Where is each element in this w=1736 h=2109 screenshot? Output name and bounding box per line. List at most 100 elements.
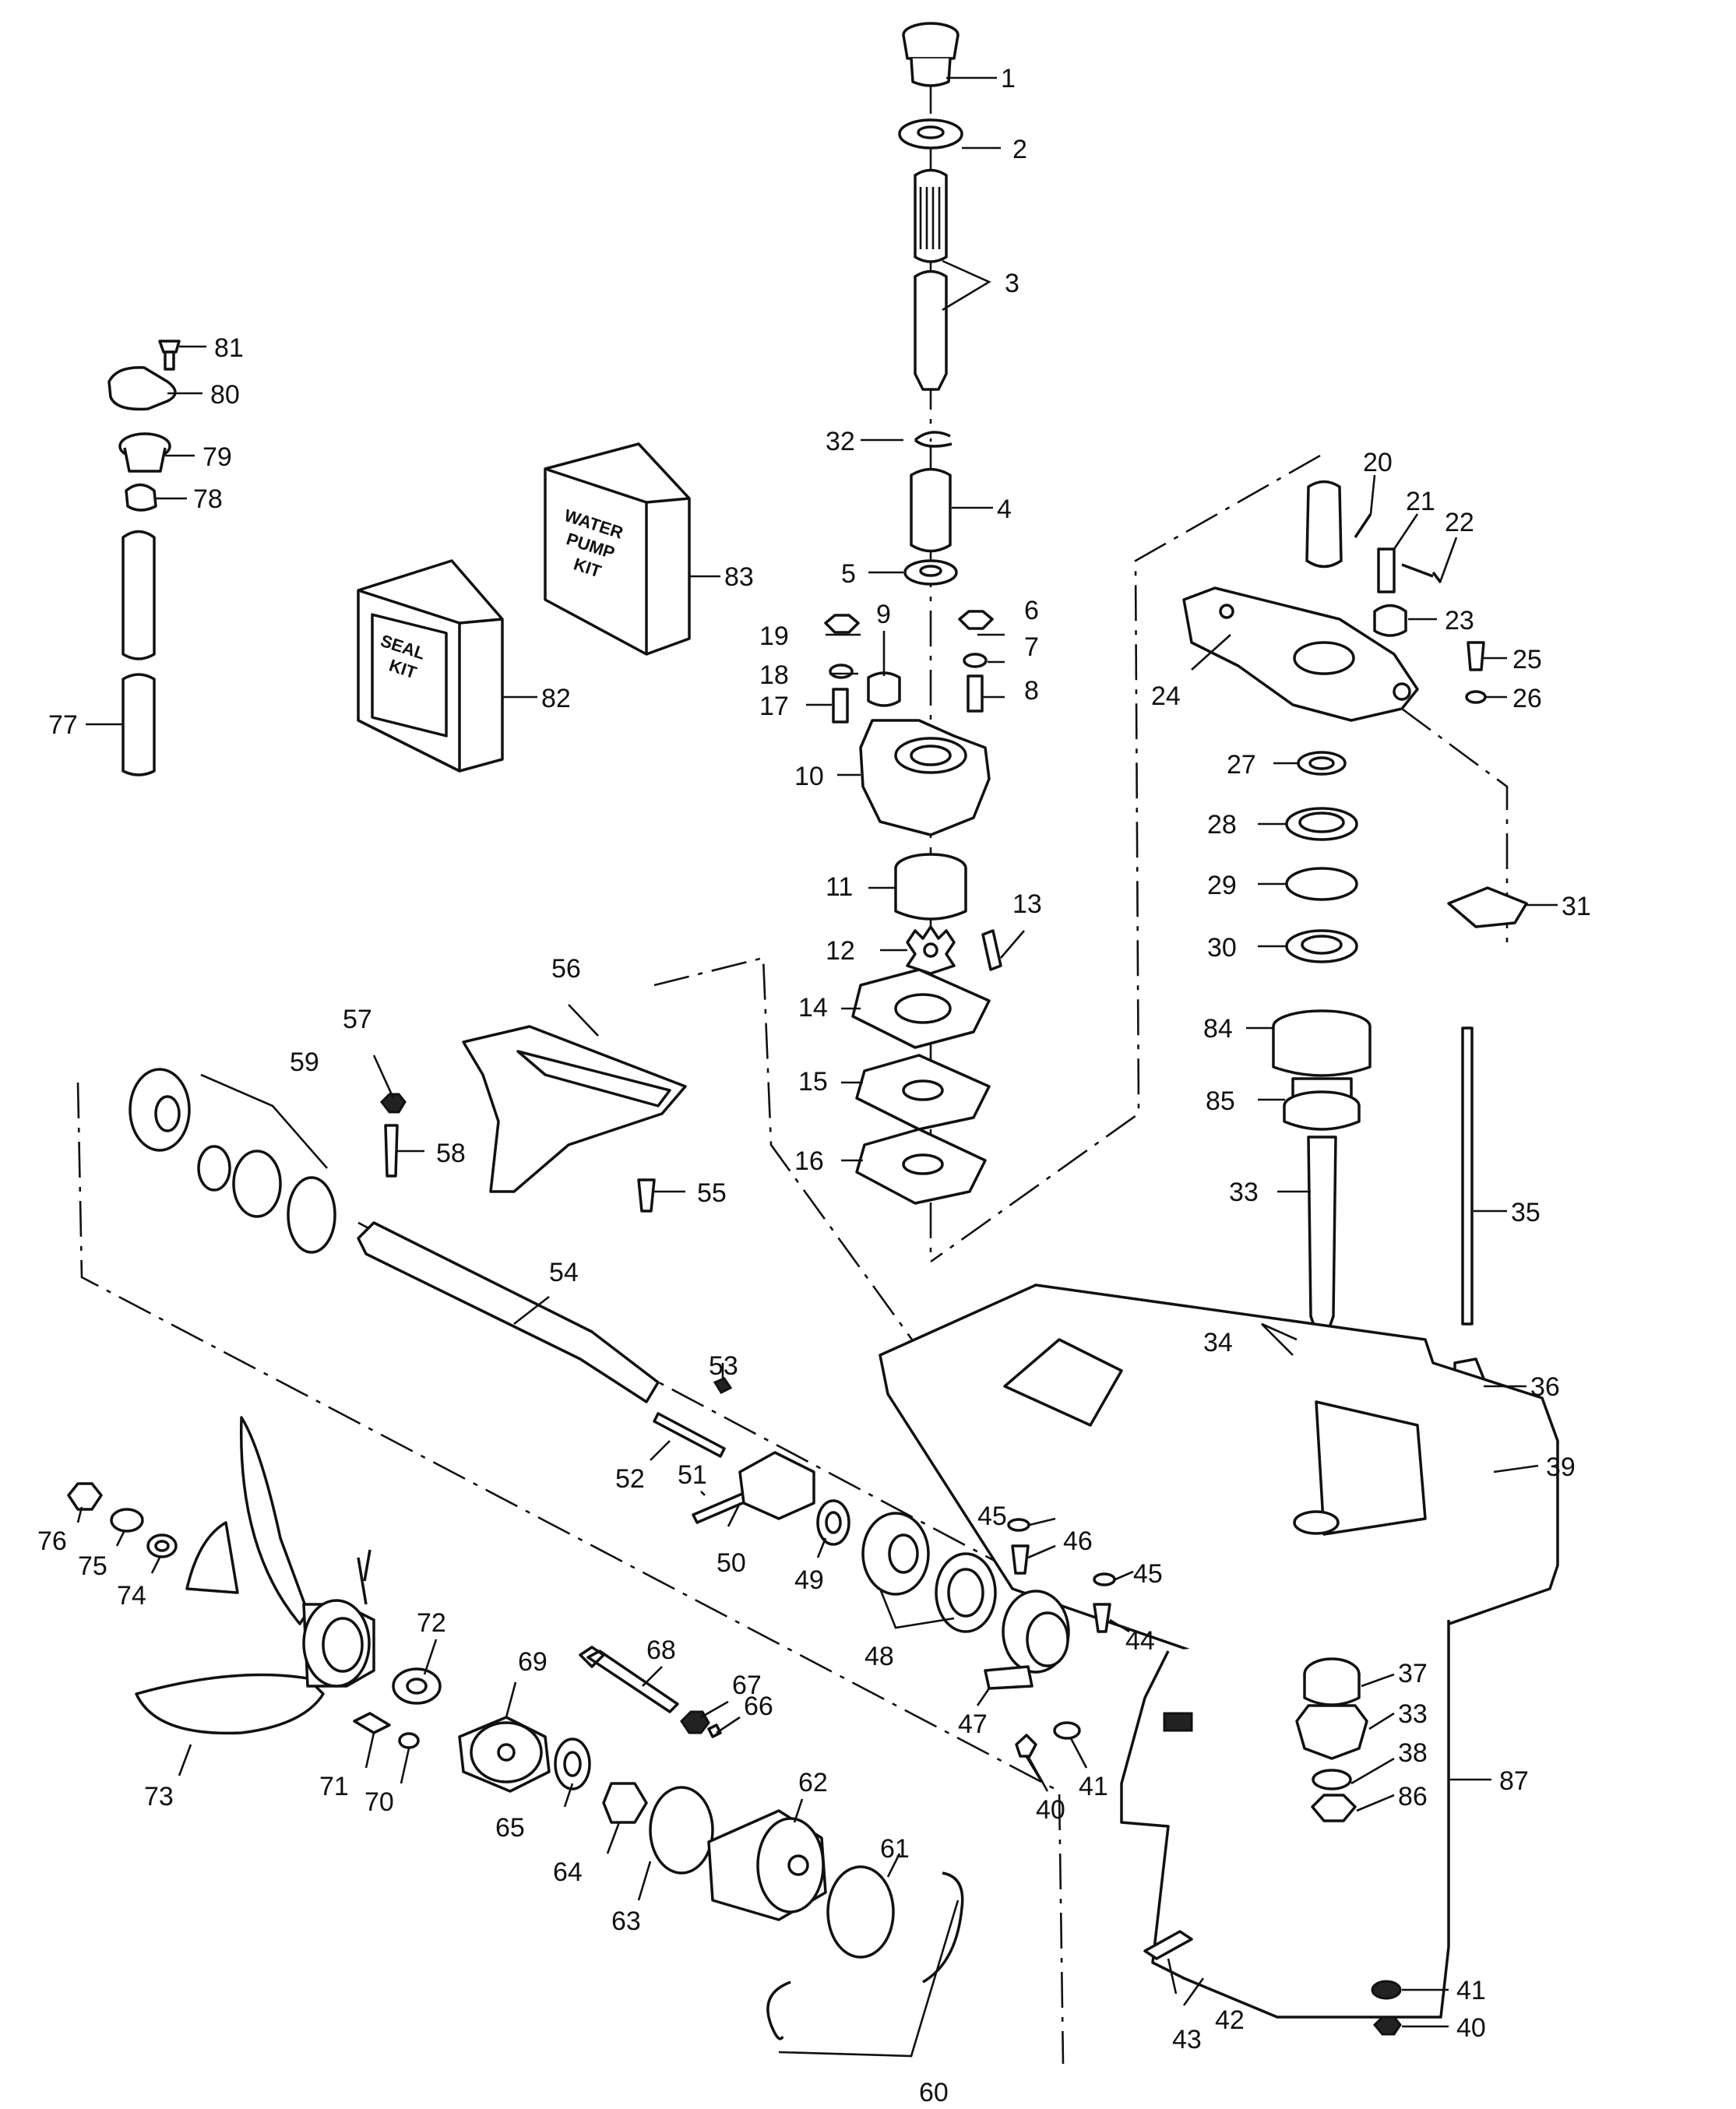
callout-25: 25 — [1512, 645, 1542, 674]
callout-68: 68 — [646, 1635, 676, 1665]
callout-49: 49 — [794, 1565, 824, 1595]
o-ring-63 — [649, 1786, 714, 1875]
water-pump-kit-box: WATER PUMP KIT — [544, 442, 691, 656]
callout-44: 44 — [1125, 1626, 1155, 1656]
callout-63: 63 — [611, 1907, 641, 1936]
callout-39: 39 — [1546, 1452, 1576, 1482]
callout-40b: 40 — [1456, 2013, 1486, 2043]
callout-67: 67 — [732, 1671, 762, 1700]
callout-54: 54 — [549, 1258, 579, 1287]
callout-11: 11 — [826, 872, 853, 902]
shift-shaft-bushing-79-body — [123, 447, 167, 473]
bearing-64 — [602, 1782, 648, 1824]
callout-41b: 41 — [1456, 1976, 1486, 2005]
gasket-31 — [1447, 886, 1528, 928]
bearing-carrier-plate-24 — [1182, 586, 1419, 722]
callout-72: 72 — [417, 1608, 446, 1638]
nut-6 — [958, 610, 994, 630]
callout-3: 3 — [1005, 269, 1019, 298]
callout-48: 48 — [864, 1642, 894, 1671]
pin-20 — [1354, 513, 1372, 538]
callout-74: 74 — [117, 1581, 146, 1611]
callout-13: 13 — [1012, 889, 1042, 919]
washer-66 — [707, 1723, 722, 1738]
screw-46 — [1011, 1544, 1030, 1575]
pinion-gear-33b — [1295, 1704, 1368, 1760]
shift-shaft-seal-78 — [125, 483, 157, 512]
bearing-37 — [1303, 1657, 1361, 1706]
screw-43 — [1143, 1930, 1193, 1960]
washer-18 — [829, 664, 854, 679]
callout-40: 40 — [1036, 1795, 1065, 1825]
nut-19 — [824, 614, 860, 634]
callout-24: 24 — [1151, 681, 1181, 711]
trim-tab-56 — [462, 1025, 687, 1193]
washer-26 — [1465, 690, 1487, 704]
lockwasher-70 — [398, 1732, 420, 1749]
callout-32: 32 — [826, 427, 855, 456]
callout-15: 15 — [798, 1067, 828, 1097]
screw-25 — [1467, 641, 1485, 671]
leader-lines — [76, 76, 1558, 2058]
callout-41: 41 — [1079, 1772, 1108, 1801]
retaining-ring-60a — [922, 1871, 964, 1984]
callout-53: 53 — [709, 1351, 738, 1381]
callout-17: 17 — [759, 692, 789, 721]
callout-81: 81 — [214, 333, 244, 363]
callout-55: 55 — [697, 1178, 727, 1208]
driveshaft-3 — [914, 168, 948, 391]
o-ring-29 — [1285, 867, 1358, 901]
callout-33b: 33 — [1398, 1699, 1428, 1729]
callout-37: 37 — [1398, 1659, 1428, 1688]
retaining-ring-32 — [914, 431, 953, 448]
callout-36: 36 — [1530, 1372, 1560, 1402]
pin-21 — [1377, 547, 1396, 593]
callout-61: 61 — [880, 1834, 910, 1864]
gear-housing-boundary — [930, 454, 1321, 1263]
seal-2 — [898, 118, 963, 150]
forward-gear-48 — [861, 1512, 997, 1633]
screw-68 — [579, 1646, 679, 1713]
callout-45: 45 — [977, 1502, 1007, 1531]
bearing-cup-84 — [1272, 1009, 1372, 1077]
callout-31: 31 — [1562, 892, 1591, 921]
callout-62: 62 — [798, 1768, 828, 1797]
callout-51: 51 — [678, 1460, 707, 1490]
cross-pin-52 — [653, 1412, 726, 1458]
callout-4: 4 — [997, 495, 1012, 524]
bearing-carrier-59 — [129, 1068, 336, 1254]
callout-6: 6 — [1024, 596, 1039, 625]
callout-16: 16 — [794, 1146, 824, 1176]
callout-79: 79 — [202, 442, 232, 472]
callout-77: 77 — [48, 710, 78, 740]
callout-57: 57 — [343, 1005, 372, 1034]
callout-86: 86 — [1398, 1782, 1428, 1811]
callout-2: 2 — [1012, 135, 1027, 164]
callout-46: 46 — [1063, 1526, 1093, 1556]
callout-5: 5 — [841, 559, 856, 589]
washer-75 — [110, 1508, 144, 1533]
screw-22 — [1401, 563, 1442, 584]
callout-71: 71 — [319, 1772, 349, 1801]
callout-9: 9 — [876, 600, 891, 629]
callout-82: 82 — [541, 684, 571, 713]
callout-84: 84 — [1203, 1014, 1233, 1044]
callout-73: 73 — [144, 1782, 174, 1811]
washer-38 — [1312, 1769, 1352, 1790]
bearing-carrier-62 — [707, 1809, 827, 1921]
callout-65: 65 — [495, 1813, 525, 1843]
water-pump-body-10 — [859, 719, 991, 836]
callout-42: 42 — [1215, 2005, 1245, 2035]
callout-12: 12 — [826, 936, 855, 966]
callout-69: 69 — [518, 1647, 548, 1677]
callout-50: 50 — [717, 1548, 746, 1578]
callout-59: 59 — [290, 1047, 319, 1077]
callout-10: 10 — [794, 762, 824, 791]
sleeve-4 — [910, 467, 952, 553]
callout-7: 7 — [1024, 632, 1039, 662]
gasket-14 — [851, 968, 991, 1049]
water-tube-guide — [1305, 480, 1343, 569]
pump-base-guide — [1401, 707, 1509, 942]
callout-21: 21 — [1406, 487, 1435, 516]
